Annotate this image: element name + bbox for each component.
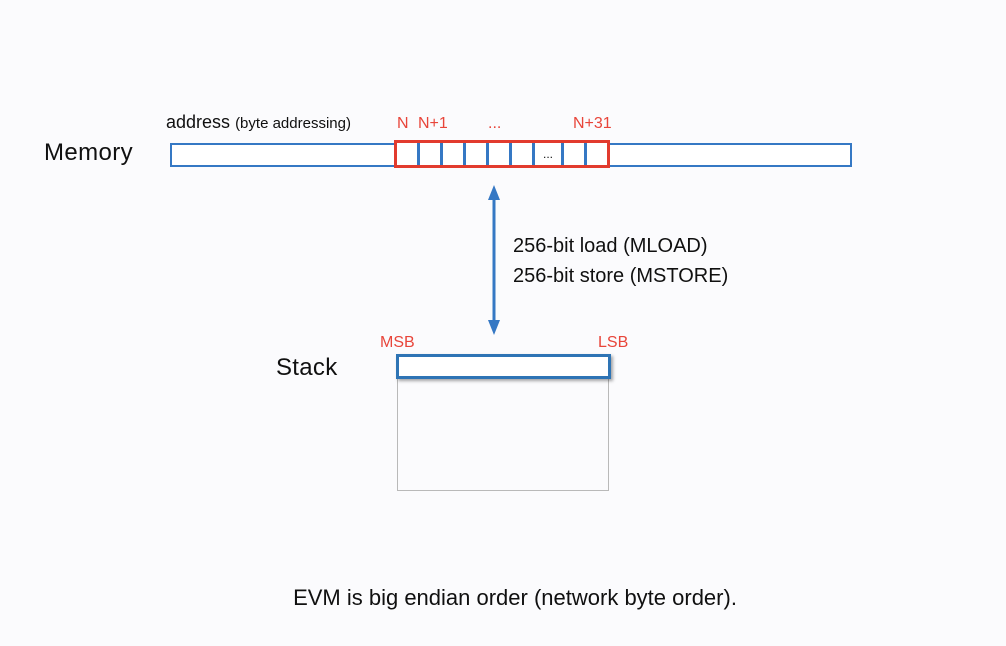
memory-byte-cell: [489, 143, 512, 165]
address-label: address (byte addressing): [166, 112, 351, 133]
double-arrow-icon: [488, 185, 500, 335]
address-note: (byte addressing): [235, 115, 351, 132]
memory-byte-cell: [443, 143, 466, 165]
memory-byte-cell: [512, 143, 535, 165]
caption: EVM is big endian order (network byte or…: [293, 585, 737, 610]
lsb-label: LSB: [598, 334, 629, 351]
offset-label-n: N: [397, 115, 409, 132]
stack-top-slot: [396, 354, 611, 379]
offset-label-n-plus-1: N+1: [418, 115, 448, 132]
memory-operations-text: 256-bit load (MLOAD) 256-bit store (MSTO…: [513, 231, 728, 291]
msb-label: MSB: [380, 334, 415, 351]
memory-byte-cell: [587, 143, 607, 165]
mload-text: 256-bit load (MLOAD): [513, 235, 708, 257]
memory-byte-cell: [397, 143, 420, 165]
memory-byte-cell: [564, 143, 587, 165]
address-label-text: address: [166, 112, 231, 132]
offset-label-ellipsis: ...: [488, 115, 502, 132]
memory-byte-cell: ...: [535, 143, 564, 165]
stack-label: Stack: [276, 354, 338, 381]
offset-label-n-plus-31: N+31: [573, 115, 612, 132]
memory-byte-cell: [466, 143, 489, 165]
memory-word-region: ...: [394, 140, 610, 168]
mstore-text: 256-bit store (MSTORE): [513, 265, 729, 287]
memory-byte-cell: [420, 143, 443, 165]
memory-label: Memory: [44, 139, 134, 166]
